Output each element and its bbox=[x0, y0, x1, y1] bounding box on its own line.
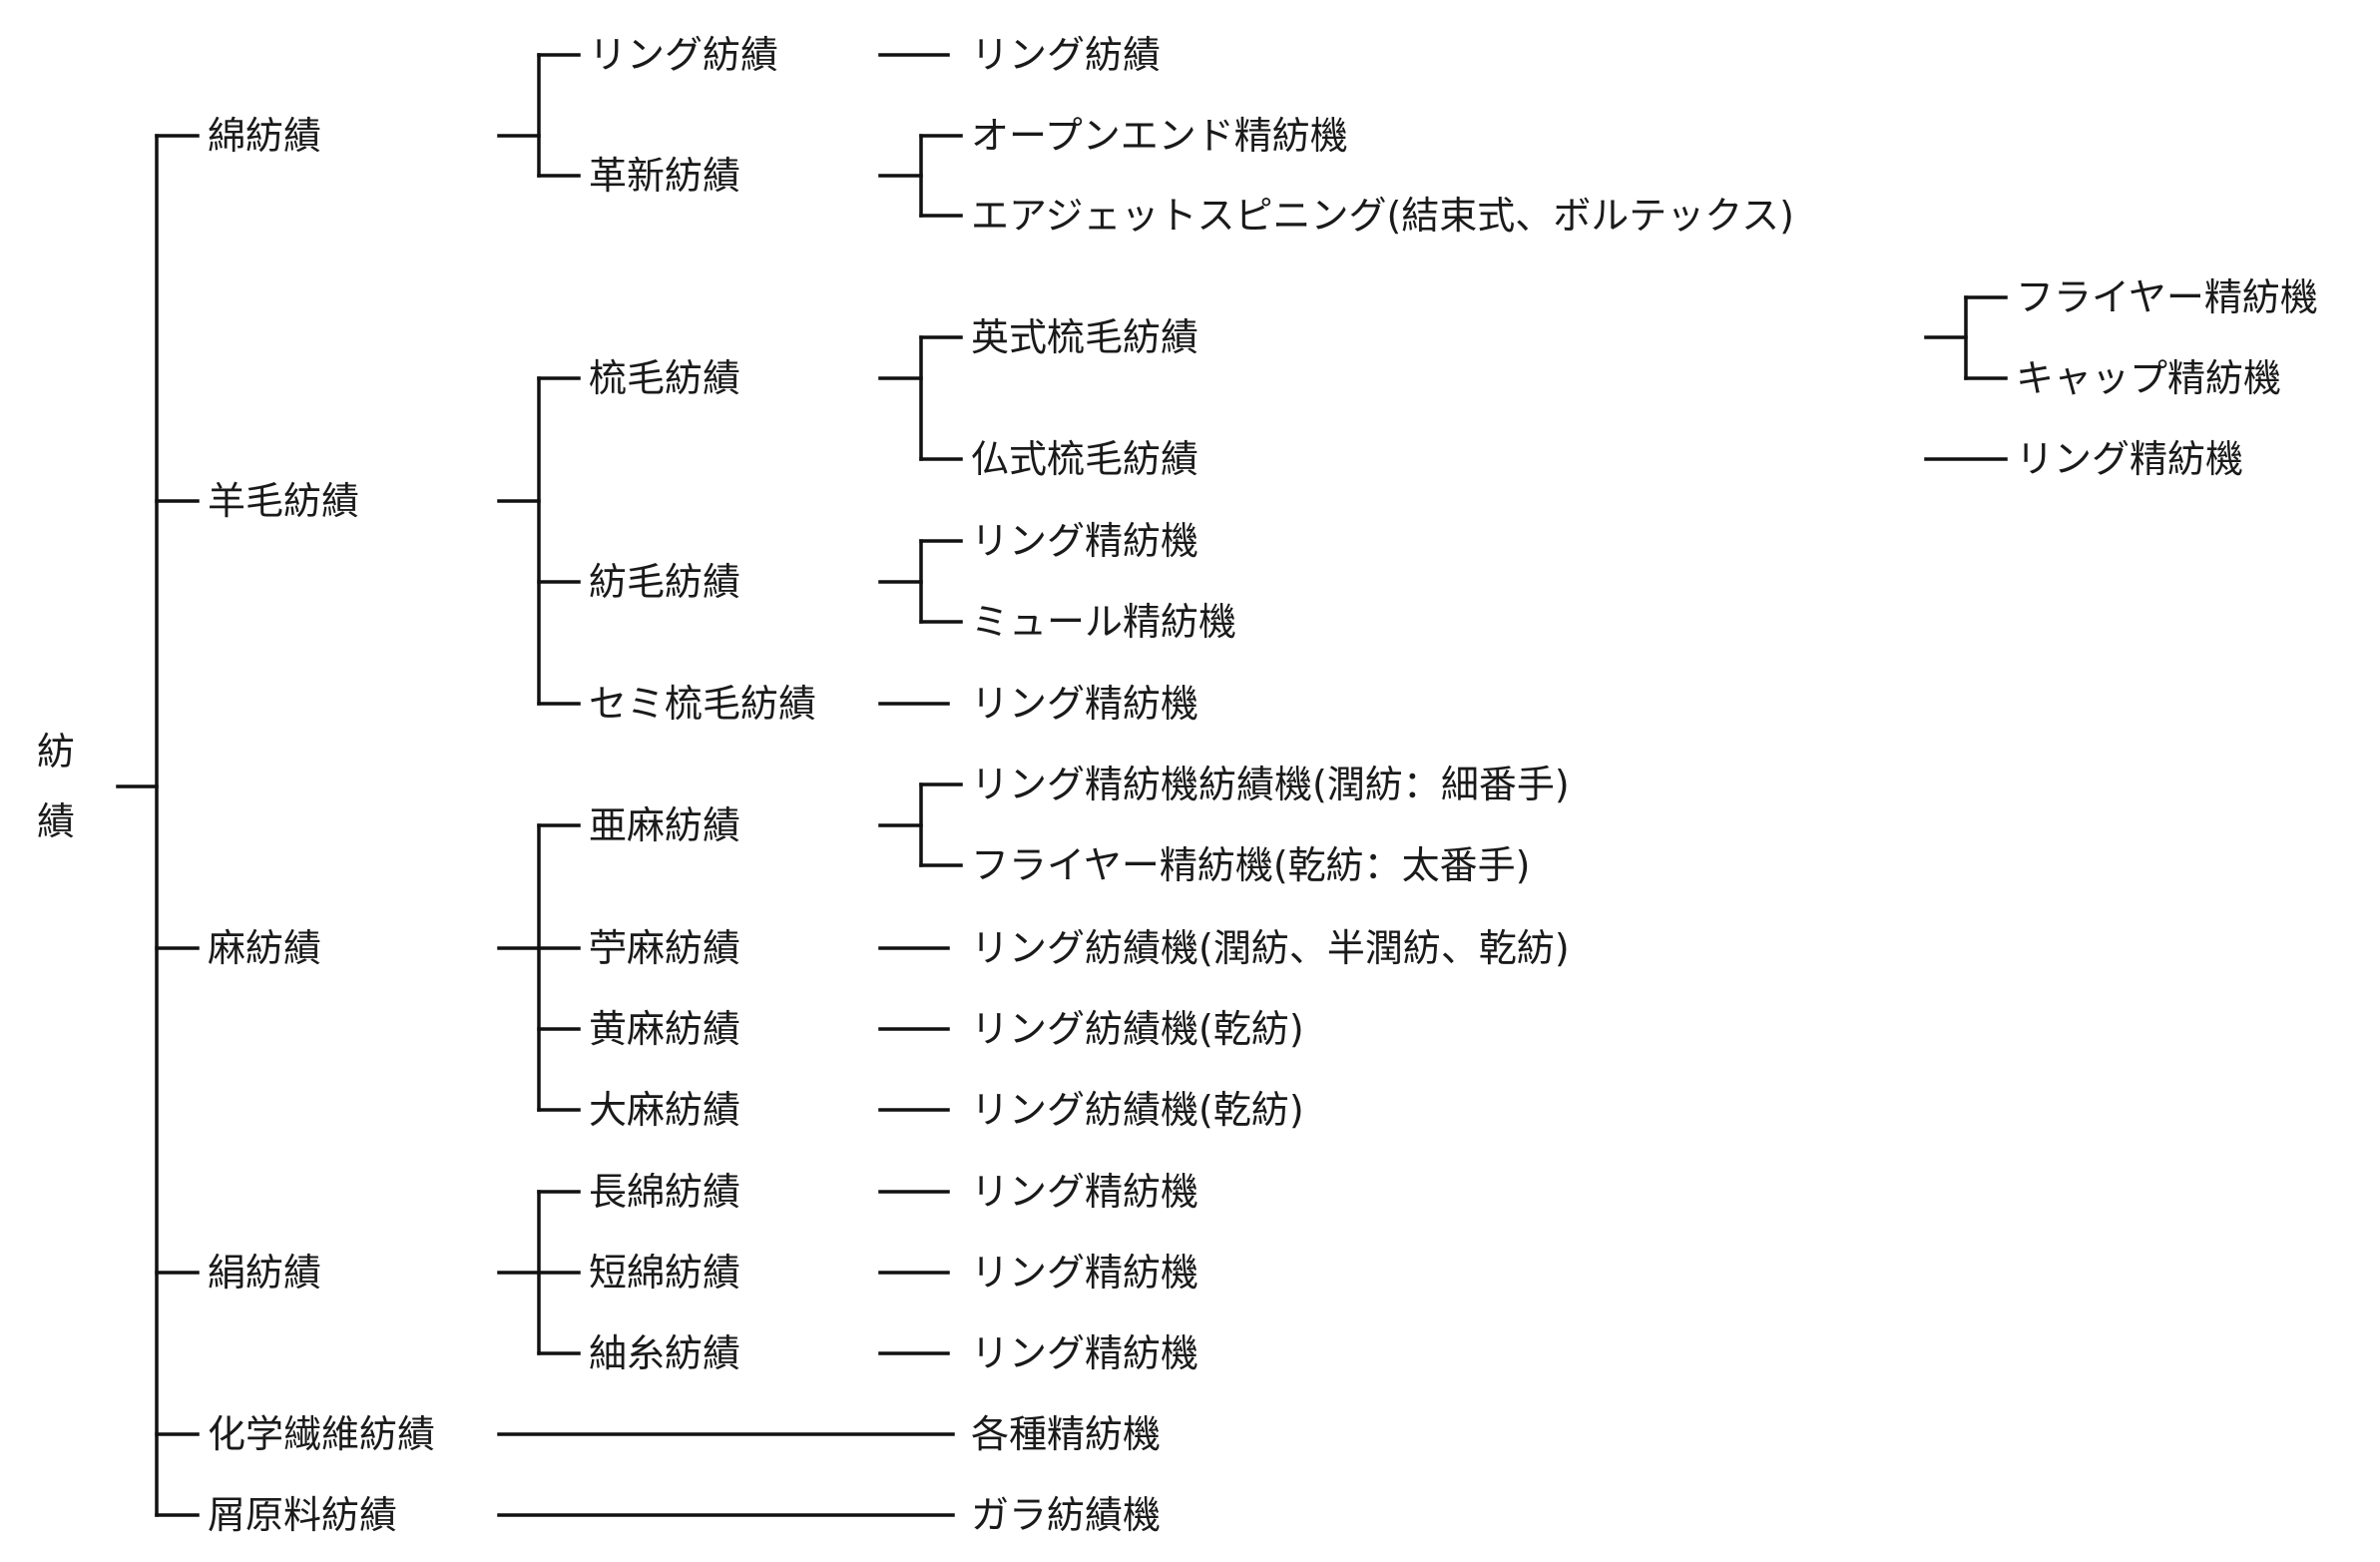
leaf-cap-frame: キャップ精紡機 bbox=[2016, 356, 2281, 400]
tree-connectors bbox=[116, 53, 2008, 1517]
node-waste-spinning: 屑原料紡績 bbox=[208, 1493, 397, 1537]
node-ring-spinning: リング紡績 bbox=[589, 33, 778, 77]
leaf-hemp-ring-frame: リング紡績機(乾紡) bbox=[971, 1088, 1304, 1132]
leaf-woolen-ring-frame: リング精紡機 bbox=[971, 519, 1198, 563]
leaf-ring-spinning: リング紡績 bbox=[971, 33, 1161, 77]
leaf-short-staple-ring-frame: リング精紡機 bbox=[971, 1251, 1198, 1295]
node-french-worsted: 仏式梳毛紡績 bbox=[971, 437, 1198, 481]
node-flax-spinning: 亜麻紡績 bbox=[589, 803, 740, 847]
node-tsumugi-spinning: 紬糸紡績 bbox=[589, 1331, 740, 1375]
leaf-open-end-spinning-frame: オープンエンド精紡機 bbox=[971, 114, 1348, 158]
leaf-flax-dry-flyer-frame: フライヤー精紡機(乾紡：太番手) bbox=[971, 843, 1531, 887]
node-woolen-spinning: 紡毛紡績 bbox=[589, 560, 740, 604]
node-jute-spinning: 黄麻紡績 bbox=[589, 1007, 740, 1051]
root-label-char-2: 績 bbox=[37, 799, 75, 843]
node-silk-spinning: 絹紡績 bbox=[208, 1251, 321, 1295]
node-wool-spinning: 羊毛紡績 bbox=[208, 479, 359, 523]
leaf-flyer-frame: フライヤー精紡機 bbox=[2016, 275, 2318, 319]
node-semi-worsted-spinning: セミ梳毛紡績 bbox=[589, 682, 816, 726]
node-short-staple-spinning: 短綿紡績 bbox=[589, 1251, 740, 1295]
leaf-semi-worsted-ring-frame: リング精紡機 bbox=[971, 682, 1198, 726]
leaf-mule-frame: ミュール精紡機 bbox=[971, 600, 1236, 644]
leaf-air-jet-spinning: エアジェットスピニング(結束式、ボルテックス) bbox=[971, 194, 1794, 238]
tree-labels: 紡 績 綿紡績 羊毛紡績 麻紡績 絹紡績 化学繊維紡績 屑原料紡績 リング紡績 … bbox=[37, 33, 2318, 1537]
root-label-char-1: 紡 bbox=[37, 730, 75, 774]
leaf-various-spinning-frames: 各種精紡機 bbox=[971, 1412, 1161, 1456]
node-hemp-spinning: 大麻紡績 bbox=[589, 1088, 740, 1132]
node-innovative-spinning: 革新紡績 bbox=[589, 154, 740, 198]
node-synthetic-fiber-spinning: 化学繊維紡績 bbox=[208, 1412, 435, 1456]
leaf-flax-wet-ring-frame: リング精紡機紡績機(潤紡：細番手) bbox=[971, 763, 1570, 806]
node-cotton-spinning: 綿紡績 bbox=[208, 114, 321, 158]
leaf-jute-ring-frame: リング紡績機(乾紡) bbox=[971, 1007, 1304, 1051]
leaf-long-staple-ring-frame: リング精紡機 bbox=[971, 1170, 1198, 1214]
leaf-ramie-ring-frame: リング紡績機(潤紡、半潤紡、乾紡) bbox=[971, 926, 1570, 970]
node-ramie-spinning: 苧麻紡績 bbox=[589, 926, 740, 970]
leaf-french-ring-frame: リング精紡機 bbox=[2016, 437, 2243, 481]
leaf-gara-spinning-machine: ガラ紡績機 bbox=[971, 1493, 1161, 1537]
node-english-worsted: 英式梳毛紡績 bbox=[971, 315, 1198, 359]
node-worsted-spinning: 梳毛紡績 bbox=[589, 356, 740, 400]
node-long-staple-spinning: 長綿紡績 bbox=[589, 1170, 740, 1214]
node-bast-spinning: 麻紡績 bbox=[208, 926, 321, 970]
leaf-tsumugi-ring-frame: リング精紡機 bbox=[971, 1331, 1198, 1375]
